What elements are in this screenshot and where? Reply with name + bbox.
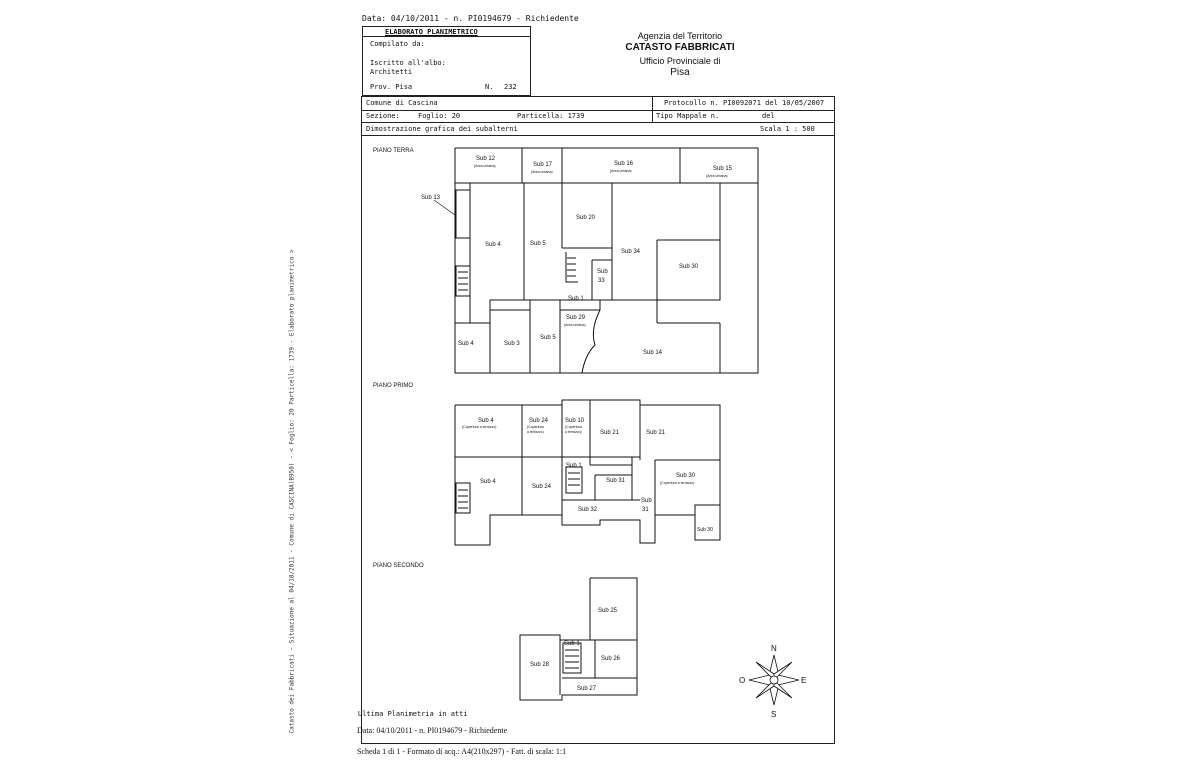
- footer-data-line: Data: 04/10/2011 - n. PI0194679 - Richie…: [357, 726, 508, 735]
- label-terra-sub1: Sub 1: [568, 296, 584, 302]
- label-terra-sub5b: Sub 5: [540, 335, 556, 341]
- label-terra-sub16-note: (Area urbana): [610, 169, 632, 173]
- label-primo-sub4b: Sub 4: [480, 479, 496, 485]
- compass-o: O: [739, 676, 745, 685]
- label-terra-sub4a: Sub 4: [485, 242, 501, 248]
- label-terra-sub15: Sub 15: [713, 166, 733, 172]
- registration-n-label: N.: [485, 83, 494, 91]
- province-value: Prov. Pisa: [370, 83, 413, 91]
- compass-n: N: [771, 644, 777, 653]
- footer-scheda: Scheda 1 di 1 - Formato di acq.: A4(210x…: [357, 747, 567, 756]
- label-primo-sub1: Sub 1: [566, 463, 582, 469]
- registration-n-value: 232: [504, 83, 517, 91]
- info-row-divider-2: [361, 122, 834, 123]
- label-terra-sub13: Sub 13: [421, 195, 441, 201]
- label-primo-sub24b: Sub 24: [532, 484, 552, 490]
- label-primo-sub31a: Sub 31: [606, 478, 626, 484]
- compiled-by-label: Compilato da:: [370, 40, 425, 48]
- label-terra-sub33a: Sub: [597, 269, 608, 275]
- label-primo-sub32: Sub 32: [578, 507, 598, 513]
- dimostrazione-label: Dimostrazione grafica dei subalterni: [366, 125, 518, 133]
- info-row-divider-1: [361, 110, 834, 111]
- compass-s: S: [771, 710, 776, 719]
- label-terra-sub4b: Sub 4: [458, 341, 474, 347]
- elaborato-box: [362, 26, 531, 96]
- label-terra-sub30: Sub 30: [679, 264, 699, 270]
- label-primo-sub10-note2: a terrazzo): [565, 430, 582, 434]
- floor-label-terra: PIANO TERRA: [373, 148, 414, 154]
- label-terra-sub34: Sub 34: [621, 249, 641, 255]
- elaborato-title-divider: [362, 36, 531, 37]
- label-primo-sub24a-note1: (Copertura: [527, 425, 544, 429]
- label-primo-sub24a: Sub 24: [529, 418, 549, 424]
- footer-divider: [361, 743, 834, 744]
- label-secondo-sub28: Sub 28: [530, 662, 550, 668]
- label-terra-sub5a: Sub 5: [530, 241, 546, 247]
- particella-value: Particella: 1739: [517, 112, 585, 120]
- footer-ultima: Ultima Planimetria in atti: [358, 710, 468, 718]
- protocollo-value: Protocollo n. PI0092071 del 10/05/2007: [664, 99, 825, 107]
- label-terra-sub3: Sub 3: [504, 341, 520, 347]
- label-primo-sub30b: Sub 30: [697, 527, 713, 533]
- ufficio-label: Ufficio Provinciale di: [639, 56, 721, 66]
- frame-right-edge: [834, 96, 835, 744]
- del-label: del: [762, 112, 775, 120]
- info-col-divider: [652, 96, 653, 122]
- tipo-mappale-label: Tipo Mappale n.: [656, 112, 720, 120]
- label-secondo-sub25: Sub 25: [598, 608, 618, 614]
- scala-value: Scala 1 : 500: [760, 125, 815, 133]
- catasto-title: CATASTO FABBRICATI: [625, 42, 735, 53]
- label-primo-sub10-note1: (Copertura: [565, 425, 582, 429]
- header-date-line: Data: 04/10/2011 - n. PI0194679 - Richie…: [362, 14, 579, 23]
- label-terra-sub17-note: (Area urbana): [531, 170, 553, 174]
- label-primo-sub30a-note: (Copertura a terrazzo): [660, 481, 694, 485]
- agency-name: Agenzia del Territorio: [637, 31, 723, 41]
- piano-secondo-plan: [519, 577, 638, 701]
- label-terra-sub17: Sub 17: [533, 162, 553, 168]
- label-primo-sub31b-n: 31: [642, 507, 649, 513]
- comune-value: Comune di Cascina: [366, 99, 438, 107]
- label-secondo-sub27: Sub 27: [577, 686, 597, 692]
- label-terra-sub15-note: (Area urbana): [706, 174, 728, 178]
- profession-value: Architetti: [370, 68, 413, 76]
- info-row-divider-3: [361, 135, 834, 136]
- label-primo-sub31b: Sub: [641, 498, 652, 504]
- label-terra-sub14: Sub 14: [643, 350, 663, 356]
- foglio-value: Foglio: 20: [418, 112, 461, 120]
- ufficio-city: Pisa: [670, 67, 690, 78]
- label-terra-sub29-note: (Area urbana): [564, 323, 586, 327]
- sezione-label: Sezione:: [366, 112, 400, 120]
- elaborato-title: ELABORATO PLANIMETRICO: [385, 28, 478, 36]
- label-terra-sub12-note: (Area urbana): [474, 164, 496, 168]
- label-primo-sub24a-note2: a terrazzo): [527, 430, 544, 434]
- label-secondo-sub26: Sub 26: [601, 656, 621, 662]
- terra-labels: Sub 12 (Area urbana) Sub 17 (Area urbana…: [421, 156, 733, 356]
- label-primo-sub4a-note: (Copertura a terrazzo): [462, 425, 496, 429]
- label-terra-sub33b: 33: [598, 278, 605, 284]
- compass-rose-icon: [748, 654, 800, 706]
- label-primo-sub4a: Sub 4: [478, 418, 494, 424]
- label-primo-sub21a: Sub 21: [600, 430, 620, 436]
- label-primo-sub21b: Sub 21: [646, 430, 666, 436]
- floor-label-primo: PIANO PRIMO: [373, 383, 414, 389]
- registered-label: Iscritto all'albo:: [370, 59, 446, 67]
- label-primo-sub30a: Sub 30: [676, 473, 696, 479]
- primo-labels: Sub 4 (Copertura a terrazzo) Sub 24 (Cop…: [462, 418, 713, 533]
- label-terra-sub20: Sub 20: [576, 215, 596, 221]
- piano-primo-plan: [454, 399, 721, 546]
- label-terra-sub12: Sub 12: [476, 156, 496, 162]
- label-secondo-sub1: Sub 1: [564, 641, 580, 647]
- label-terra-sub29: Sub 29: [566, 315, 586, 321]
- label-terra-sub16: Sub 16: [614, 161, 634, 167]
- floor-label-secondo: PIANO SECONDO: [373, 563, 424, 569]
- secondo-labels: Sub 25 Sub 1 Sub 28 Sub 26 Sub 27: [530, 608, 621, 692]
- compass-e: E: [801, 676, 806, 685]
- piano-terra-plan: [433, 147, 759, 374]
- label-primo-sub10: Sub 10: [565, 418, 585, 424]
